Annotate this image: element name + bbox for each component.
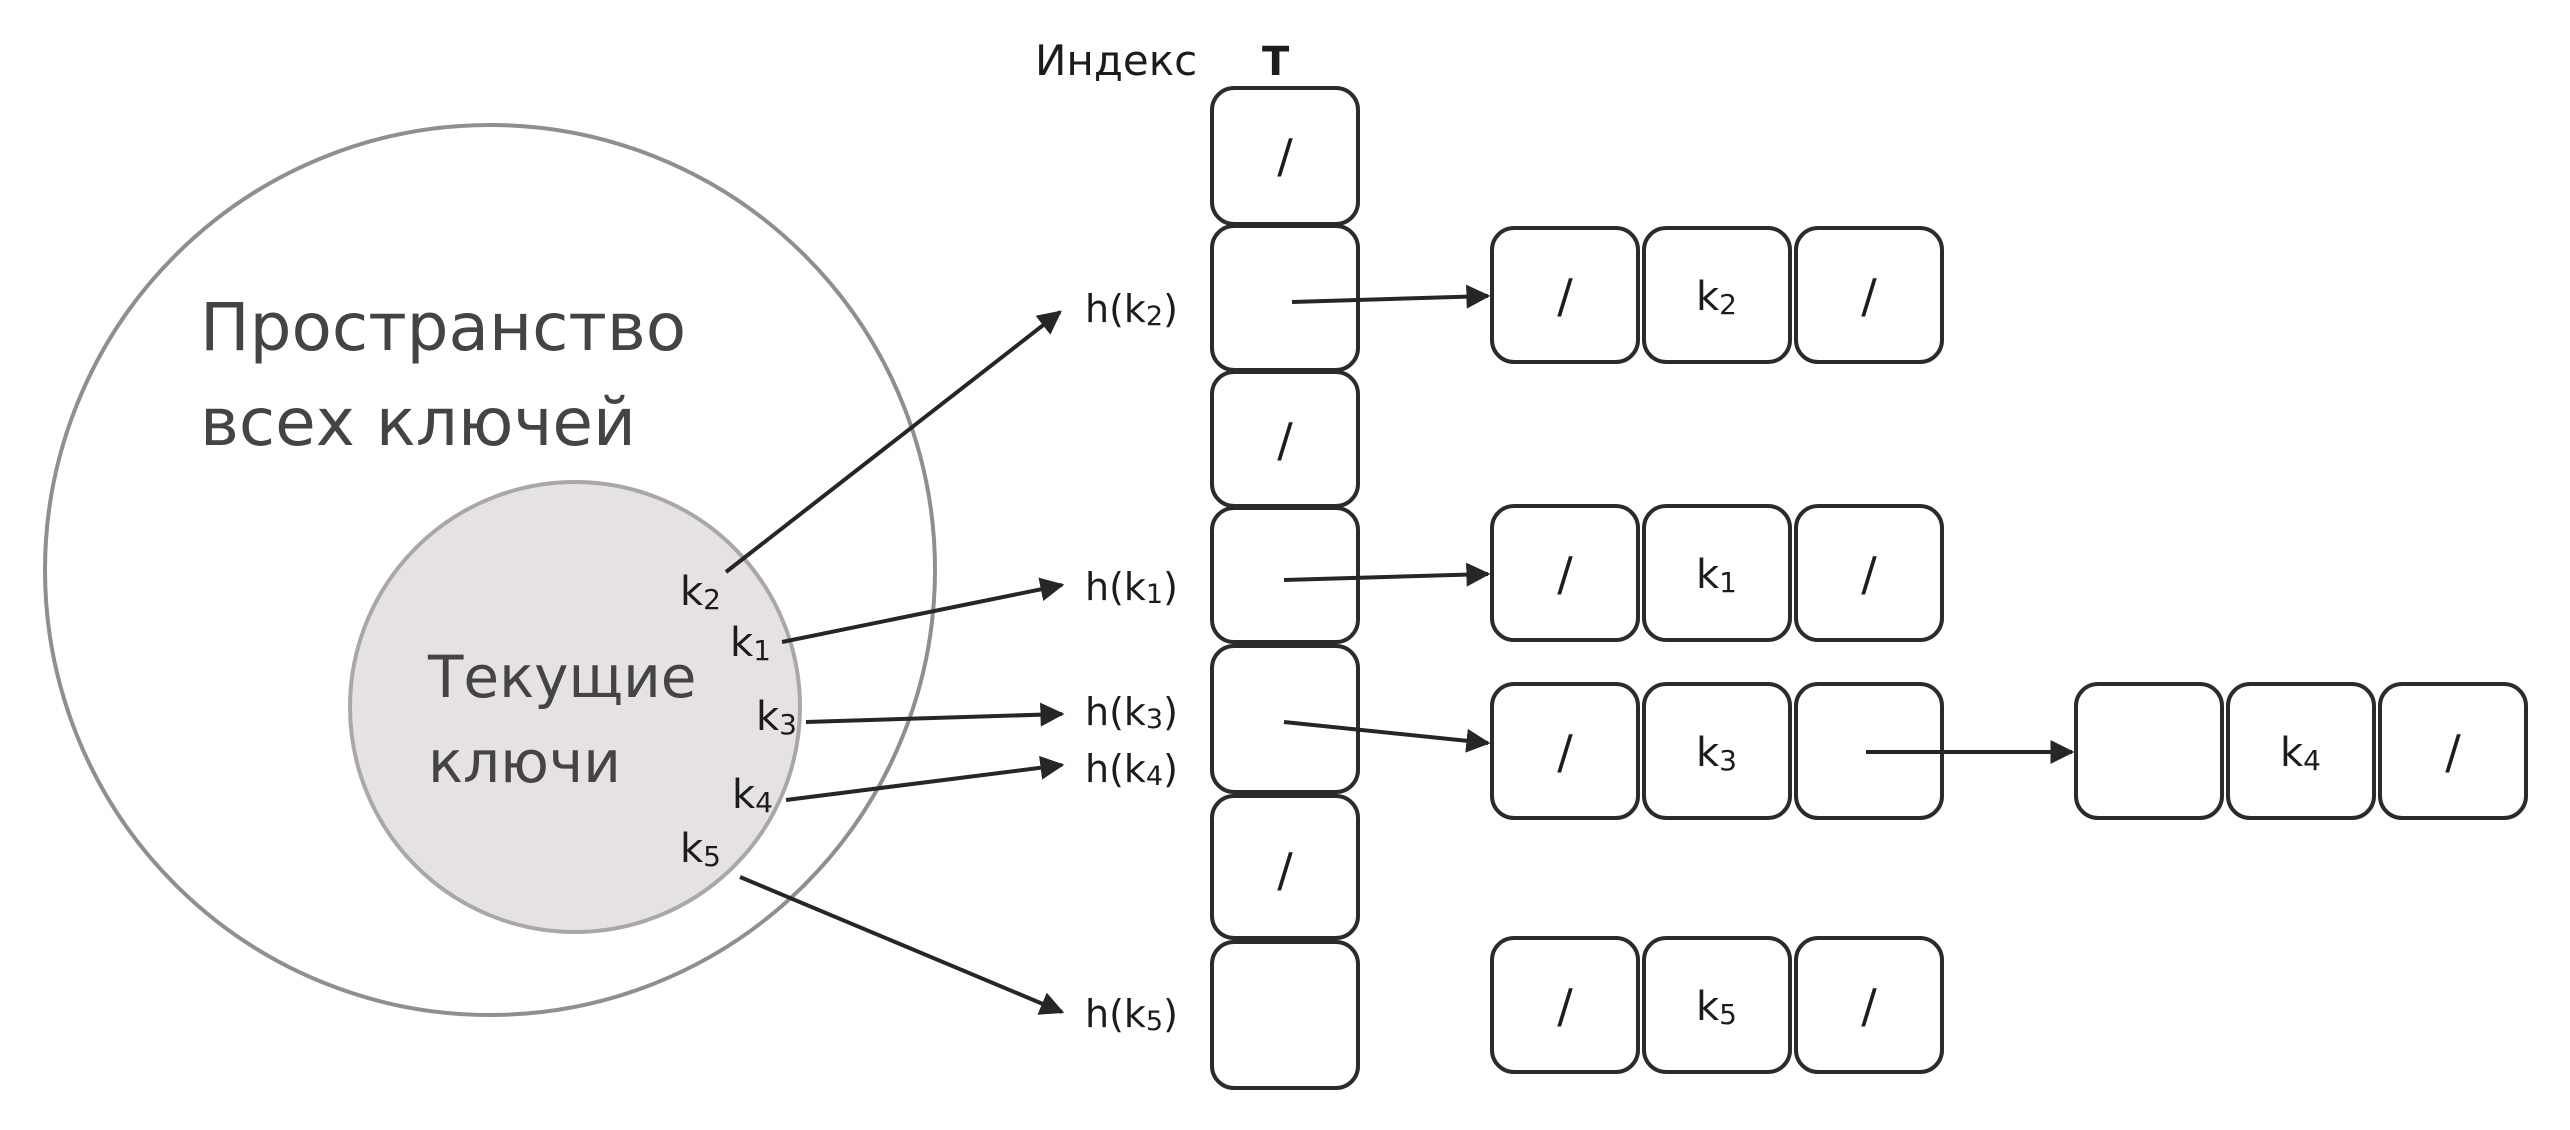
current-keys-label-line2: ключи xyxy=(428,728,621,796)
chain-k5-next-cell xyxy=(1794,936,1944,1074)
key-k3-label: k3 xyxy=(756,694,797,741)
chain-k4-key-cell xyxy=(2226,682,2376,820)
key-k4-label: k4 xyxy=(732,772,773,819)
chain-k4-next-cell xyxy=(2378,682,2528,820)
chain-k4-next: / xyxy=(2445,725,2461,779)
table-slot-0-nil: / xyxy=(1277,129,1293,183)
hash-arrow-k2 xyxy=(724,310,1062,574)
hash-arrow-k3 xyxy=(805,702,1065,727)
chain-k3-key: k3 xyxy=(1696,730,1737,777)
universe-label-line1: Пространство xyxy=(200,289,686,366)
hash-label-k2: h(k2) xyxy=(1085,287,1178,332)
hash-arrow-k4 xyxy=(785,755,1065,802)
chain-k3-prev: / xyxy=(1557,725,1573,779)
chain-k2-key-cell xyxy=(1642,226,1792,364)
current-keys-circle xyxy=(348,480,802,934)
table-slot-2-nil: / xyxy=(1277,413,1293,467)
chain-k2-key: k2 xyxy=(1696,274,1737,321)
hash-arrow-k5 xyxy=(739,875,1065,1015)
hash-label-k3: h(k3) xyxy=(1085,690,1178,735)
index-header: Индекс xyxy=(1035,36,1197,85)
chain-k1-prev: / xyxy=(1557,547,1573,601)
current-keys-label-line1: Текущие xyxy=(427,643,696,711)
chain-k1-key-cell xyxy=(1642,504,1792,642)
chain-k2-next: / xyxy=(1861,269,1877,323)
chain-k1-next-cell xyxy=(1794,504,1944,642)
table-slot-4 xyxy=(1210,644,1360,794)
chain-k2-prev-cell xyxy=(1490,226,1640,364)
table-slot-5 xyxy=(1210,794,1360,940)
hash-label-k1: h(k1) xyxy=(1085,565,1178,610)
pointer-arrow-slot4-k3 xyxy=(1283,720,1491,753)
chain-k4-key: k4 xyxy=(2280,730,2321,777)
chain-k4-prev-cell xyxy=(2074,682,2224,820)
chain-k1-key: k1 xyxy=(1696,552,1737,599)
chain-k2-next-cell xyxy=(1794,226,1944,364)
hash-label-k4: h(k4) xyxy=(1085,747,1178,792)
table-header: T xyxy=(1262,39,1290,85)
table-slot-5-nil: / xyxy=(1277,843,1293,897)
hash-arrow-k1 xyxy=(781,577,1065,644)
table-slot-6 xyxy=(1210,940,1360,1090)
chain-k1-next: / xyxy=(1861,547,1877,601)
pointer-arrow-slot1-k2 xyxy=(1291,284,1491,309)
chain-k3-prev-cell xyxy=(1490,682,1640,820)
pointer-arrow-slot3-k1 xyxy=(1283,562,1491,587)
chain-k2-prev: / xyxy=(1557,269,1573,323)
key-k2-label: k2 xyxy=(680,569,721,616)
table-slot-3 xyxy=(1210,506,1360,644)
table-slot-1 xyxy=(1210,224,1360,372)
chain-k1-prev-cell xyxy=(1490,504,1640,642)
key-k5-label: k5 xyxy=(680,826,721,873)
chain-k3-key-cell xyxy=(1642,682,1792,820)
chain-k5-next: / xyxy=(1861,979,1877,1033)
chain-k5-key-cell xyxy=(1642,936,1792,1074)
hash-label-k5: h(k5) xyxy=(1085,992,1178,1037)
chain-k5-key: k5 xyxy=(1696,984,1737,1031)
chain-k5-prev: / xyxy=(1557,979,1573,1033)
chain-k5-prev-cell xyxy=(1490,936,1640,1074)
key-k1-label: k1 xyxy=(730,620,771,667)
universe-label-line2: всех ключей xyxy=(200,384,636,461)
